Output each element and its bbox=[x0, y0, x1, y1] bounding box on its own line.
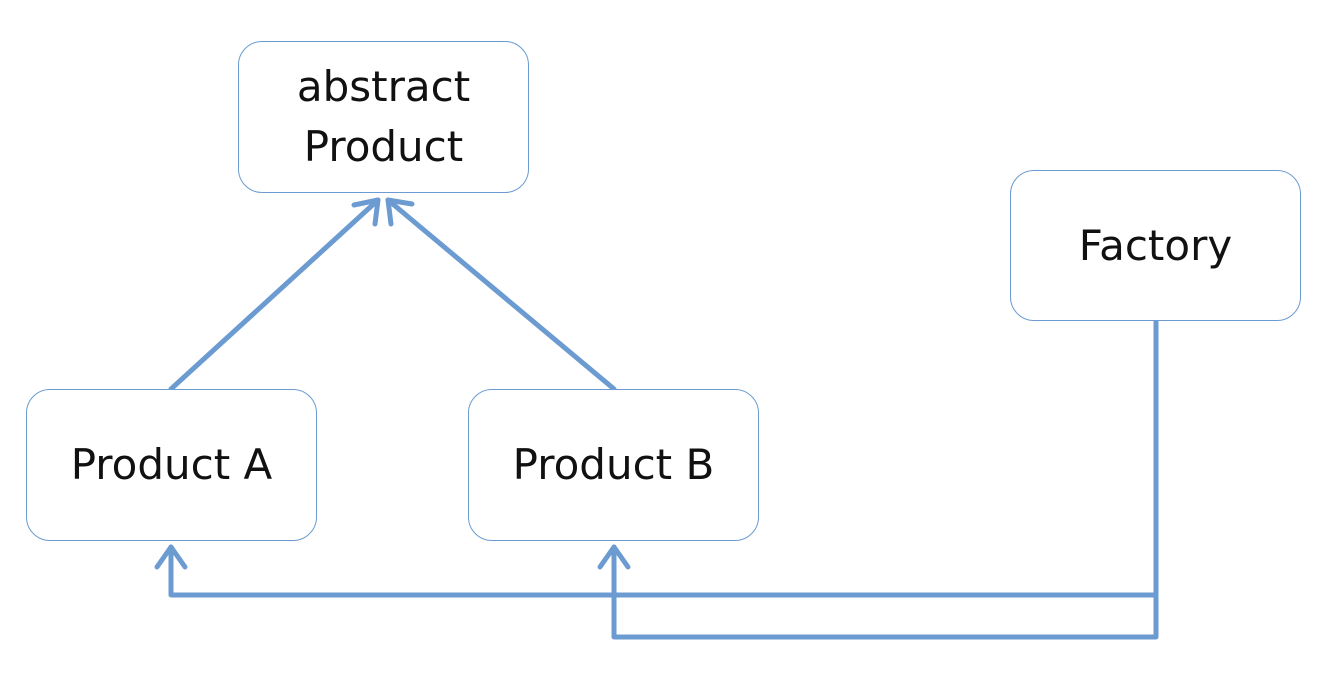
edge-factory-to-product-a bbox=[168, 318, 1159, 598]
factory-node: Factory bbox=[1010, 170, 1301, 321]
abstract-product-label-line-2: Product bbox=[303, 122, 464, 171]
factory-label: Factory bbox=[1078, 220, 1233, 270]
arrowhead-factory-to-product-b bbox=[597, 544, 631, 570]
abstract-product-label-line-1: abstract bbox=[296, 62, 471, 112]
arrowhead-factory-to-product-a bbox=[154, 544, 188, 570]
product-b-label: Product B bbox=[512, 440, 715, 490]
edge-factory-to-product-b bbox=[611, 544, 1159, 640]
arrowhead-product-a-to-abstract bbox=[351, 197, 381, 227]
arrowhead-product-b-to-abstract bbox=[385, 197, 415, 227]
edge-product-a-to-abstract bbox=[168, 197, 381, 392]
product-a-label: Product A bbox=[70, 440, 273, 490]
product-b-node: Product B bbox=[468, 389, 759, 541]
product-a-node: Product A bbox=[26, 389, 317, 541]
abstract-product-label: abstract Product bbox=[297, 57, 470, 176]
edge-product-b-to-abstract bbox=[385, 197, 617, 392]
abstract-product-node: abstract Product bbox=[238, 41, 529, 193]
